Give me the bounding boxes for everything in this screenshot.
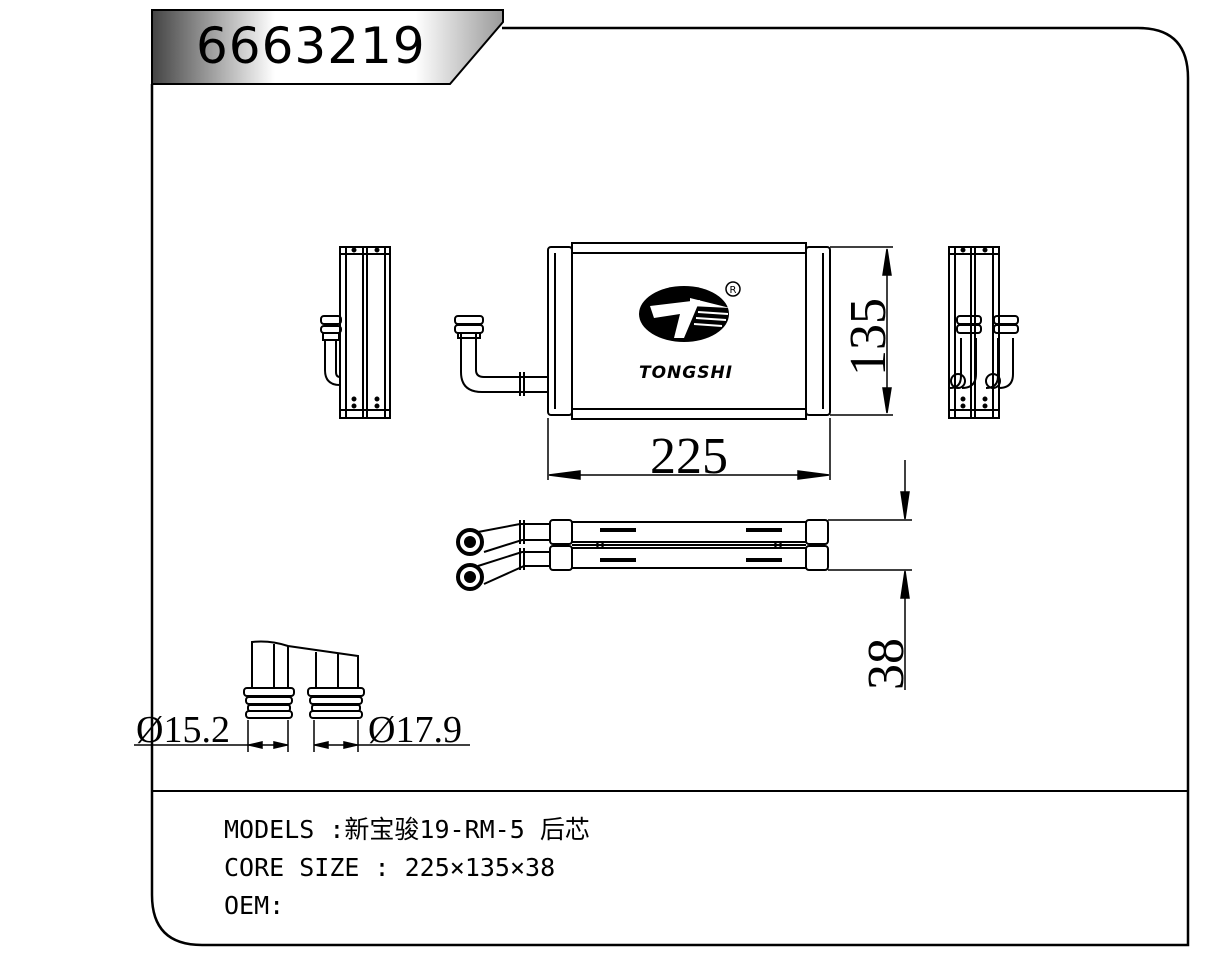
title-tab (151, 9, 504, 85)
left-side-view (320, 246, 391, 419)
right-side-view (948, 246, 1019, 419)
pipe-diameter-left-label: Ø15.2 (136, 709, 230, 751)
front-view (454, 242, 831, 420)
pipe-fitting-detail (243, 640, 365, 719)
depth-dimension (828, 460, 912, 690)
top-view (456, 519, 829, 591)
brand-name: TONGSHI (639, 363, 733, 383)
pipe-diameter-right-label: Ø17.9 (368, 709, 462, 751)
height-dimension (830, 246, 893, 416)
pipe-diameter-dimensions (134, 720, 470, 752)
part-number: 6663219 (196, 17, 426, 75)
tongshi-logo (639, 281, 741, 342)
width-dimension-label: 225 (650, 428, 728, 485)
core-size-line: CORE SIZE : 225×135×38 (224, 853, 556, 882)
registered-mark-icon (725, 281, 741, 297)
oem-line: OEM: (224, 891, 285, 920)
depth-dimension-label: 38 (858, 638, 915, 690)
frame-border (150, 26, 1190, 947)
registered-mark-letter: R (730, 285, 737, 296)
models-line: MODELS :新宝骏19-RM-5 后芯 (224, 815, 590, 844)
height-dimension-label: 135 (840, 298, 897, 376)
width-dimension (547, 418, 831, 480)
